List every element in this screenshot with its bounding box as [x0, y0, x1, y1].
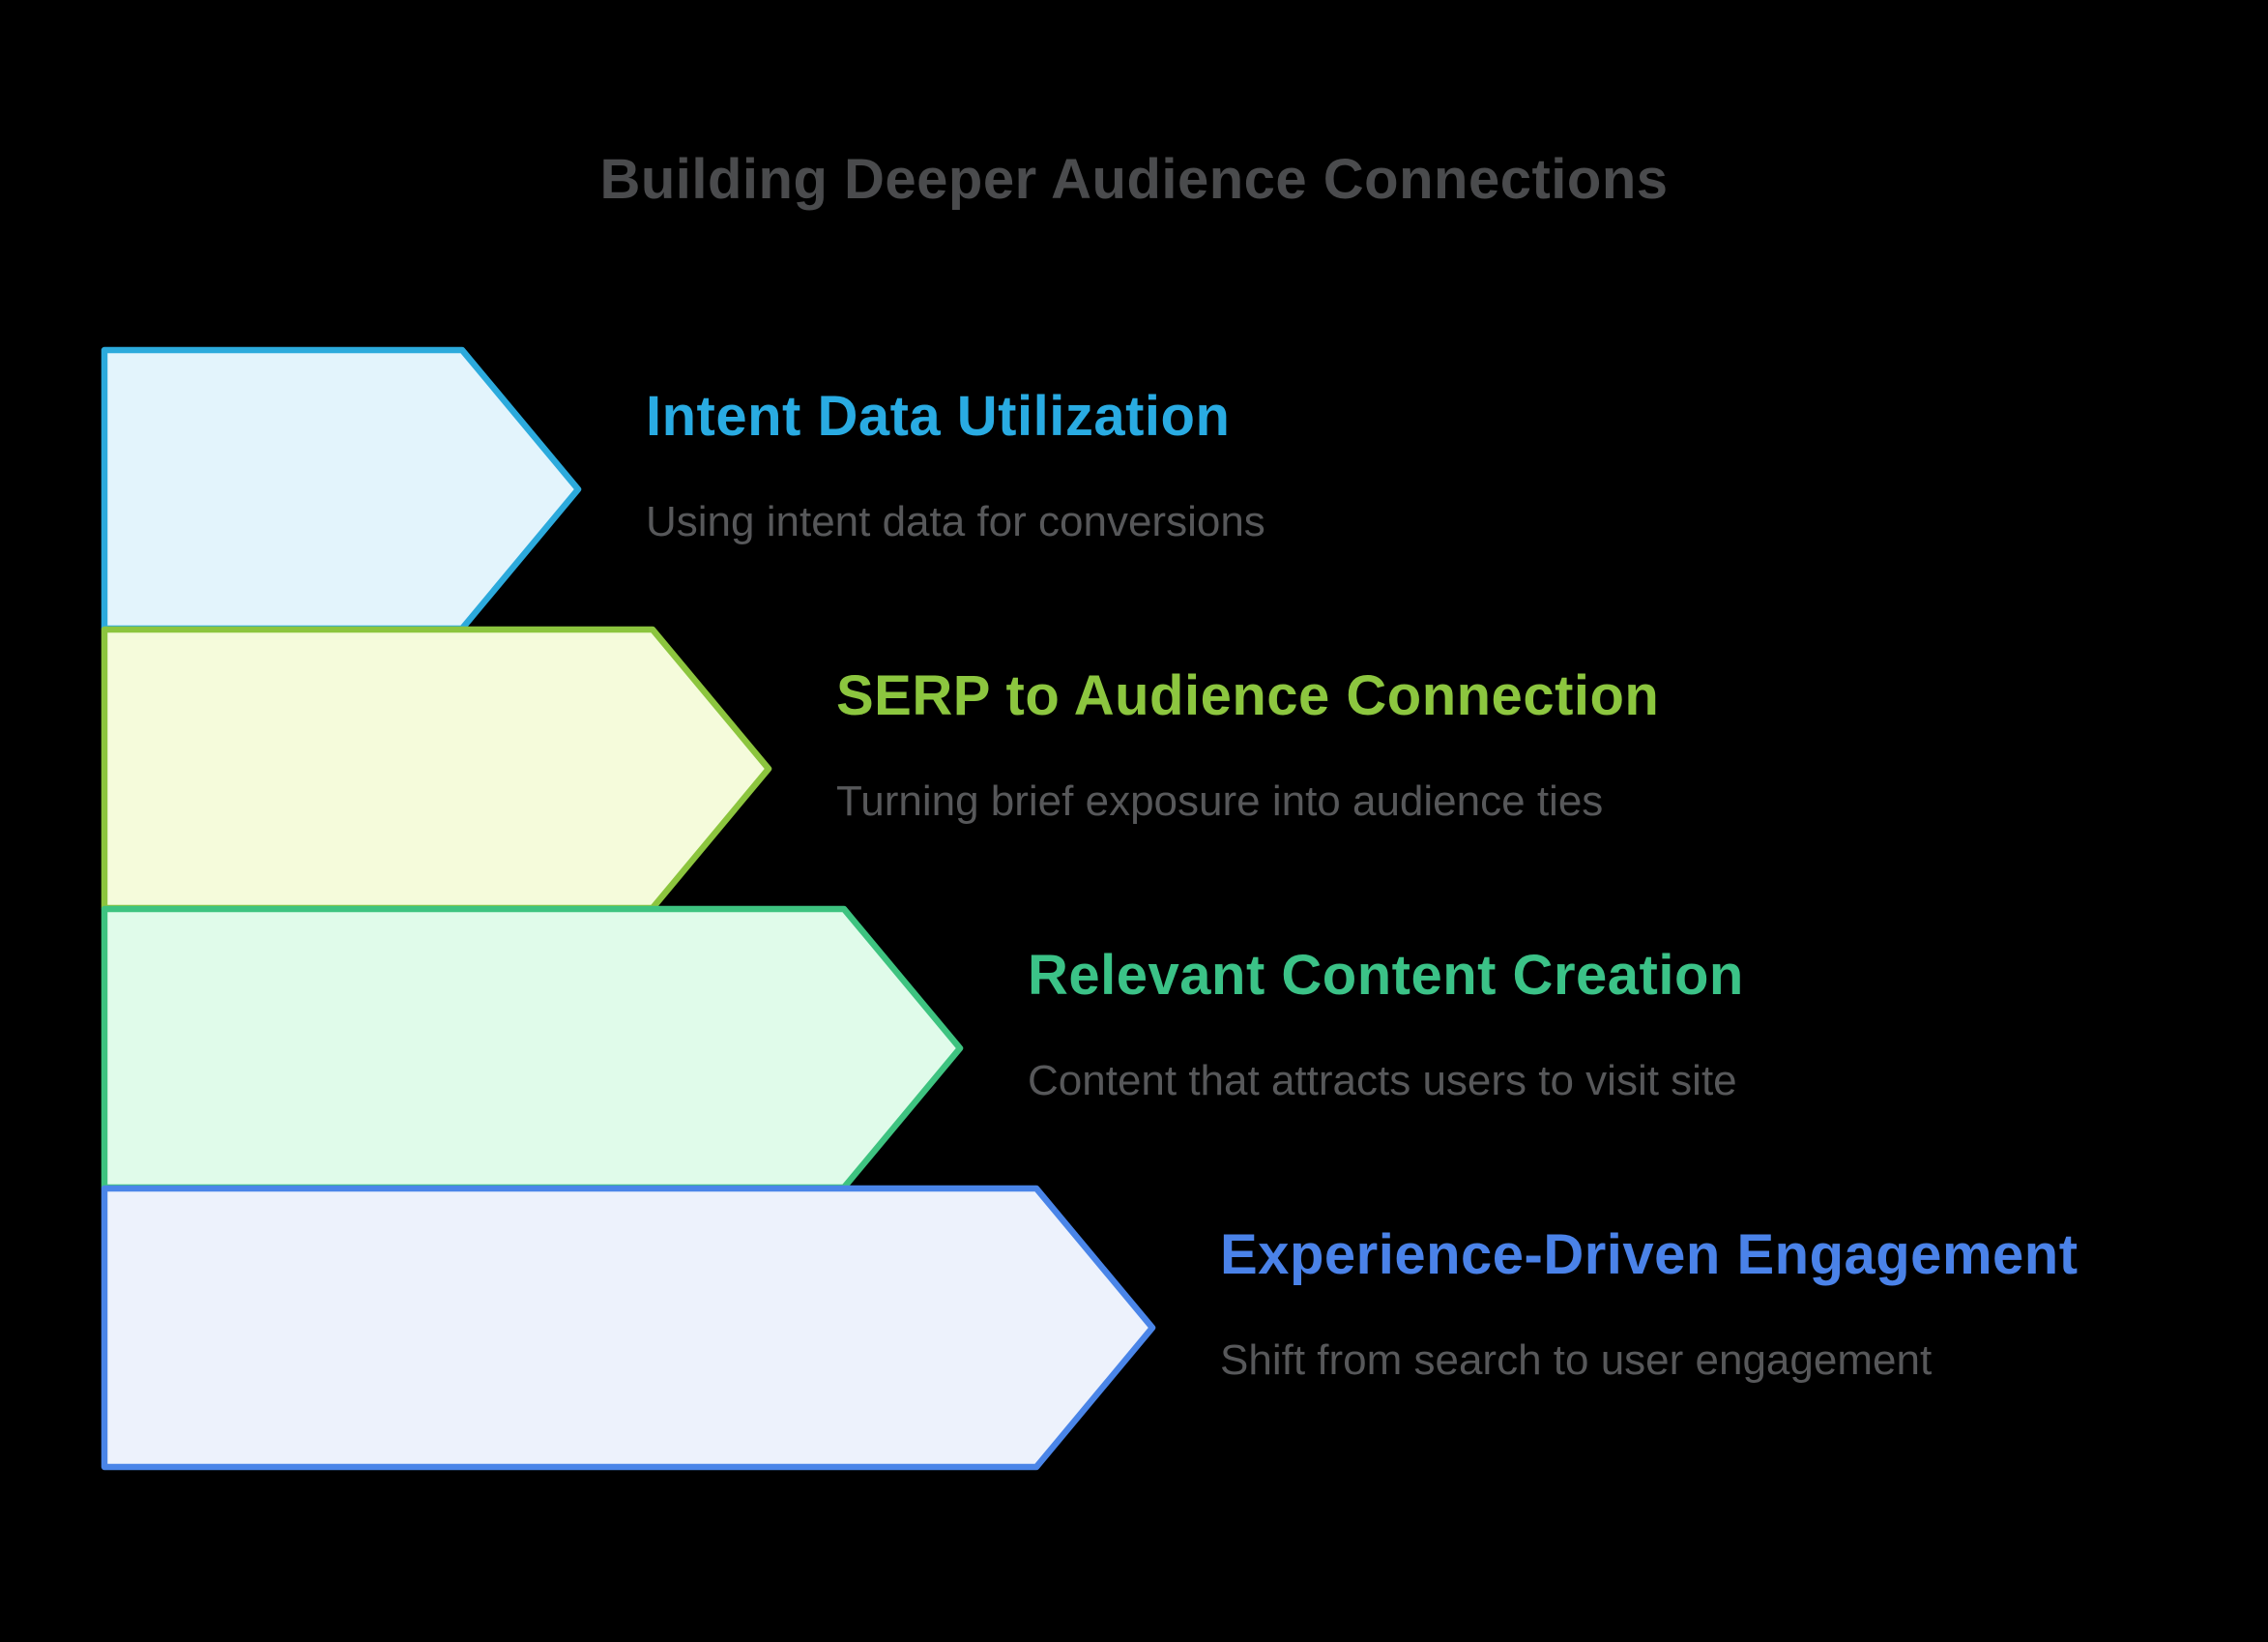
step-4-description: Shift from search to user engagement	[1220, 1336, 1933, 1384]
step-3-text-block: Relevant Content Creation Content that a…	[1028, 948, 1744, 1102]
step-2-description: Turning brief exposure into audience tie…	[836, 777, 1604, 825]
step-1-text-block: Intent Data Utilization Using intent dat…	[646, 389, 1265, 543]
step-1-title: Intent Data Utilization	[646, 385, 1231, 448]
step-2-text-block: SERP to Audience Connection Turning brie…	[836, 668, 1659, 823]
step-4-text-block: Experience-Driven Engagement Shift from …	[1220, 1227, 2079, 1382]
step-3-title: Relevant Content Creation	[1028, 944, 1744, 1007]
step-2-arrow	[101, 626, 772, 912]
step-1-arrow	[101, 346, 582, 632]
step-2-title: SERP to Audience Connection	[836, 664, 1660, 727]
step-3-arrow	[101, 905, 964, 1191]
step-4-arrow	[101, 1185, 1156, 1471]
step-1-description: Using intent data for conversions	[646, 498, 1265, 545]
page-title: Building Deeper Audience Connections	[599, 148, 1669, 211]
step-4-title: Experience-Driven Engagement	[1220, 1223, 2079, 1286]
step-3-description: Content that attracts users to visit sit…	[1028, 1057, 1737, 1104]
